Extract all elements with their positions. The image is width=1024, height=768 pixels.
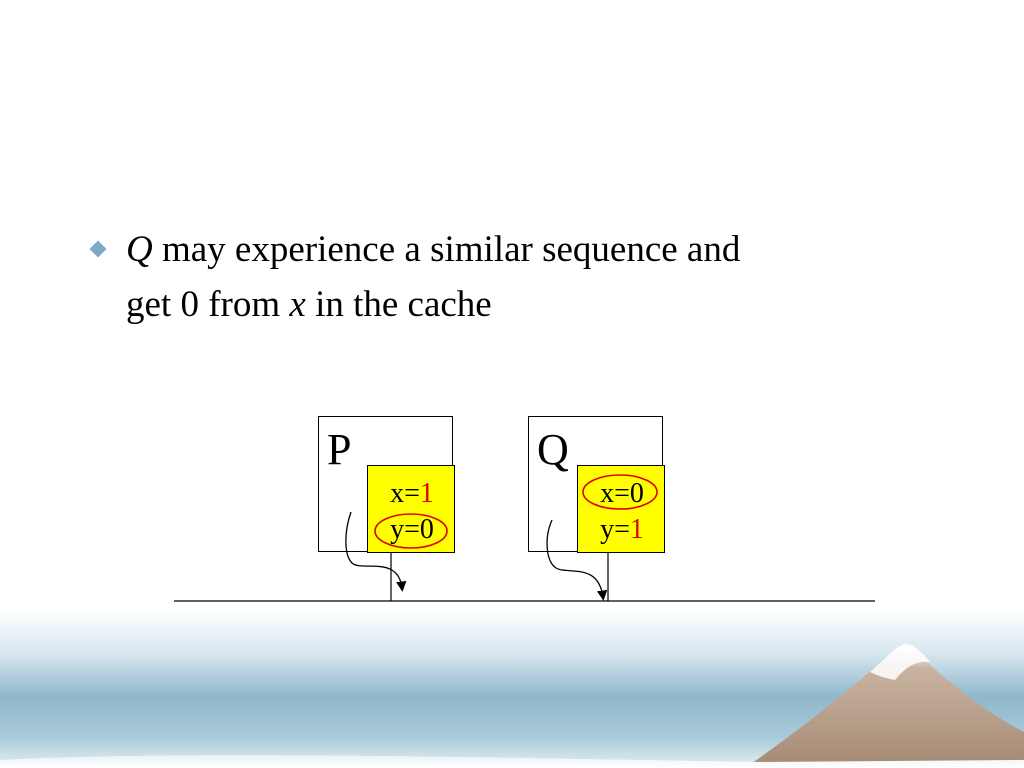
var-x: x <box>289 284 306 325</box>
cache-value-x: 0 <box>629 478 644 509</box>
cache-value-y: 1 <box>629 514 644 545</box>
var-q: Q <box>126 229 153 270</box>
bullet-line-1: may experience a similar sequence and <box>152 229 741 270</box>
cache-entry-x: x=0 <box>600 478 644 509</box>
bullet-line-2b: in the cache <box>305 284 492 325</box>
bullet-text: Q may experience a similar sequence and … <box>126 222 906 332</box>
bullet-line-2a: get 0 from <box>126 284 290 325</box>
processor-p-label: P <box>327 425 352 474</box>
cache-value-x: 1 <box>419 478 434 509</box>
processor-q-label: Q <box>537 425 569 474</box>
cache-entry-x: x=1 <box>390 478 434 509</box>
cache-entry-y: y=1 <box>600 514 644 545</box>
processor-p-cache: x=1 y=0 <box>367 465 455 553</box>
mountain-landscape-icon <box>0 610 1024 768</box>
cache-value-y: 0 <box>419 514 434 545</box>
processor-q-cache: x=0 y=1 <box>577 465 665 553</box>
cache-entry-y: y=0 <box>390 514 434 545</box>
